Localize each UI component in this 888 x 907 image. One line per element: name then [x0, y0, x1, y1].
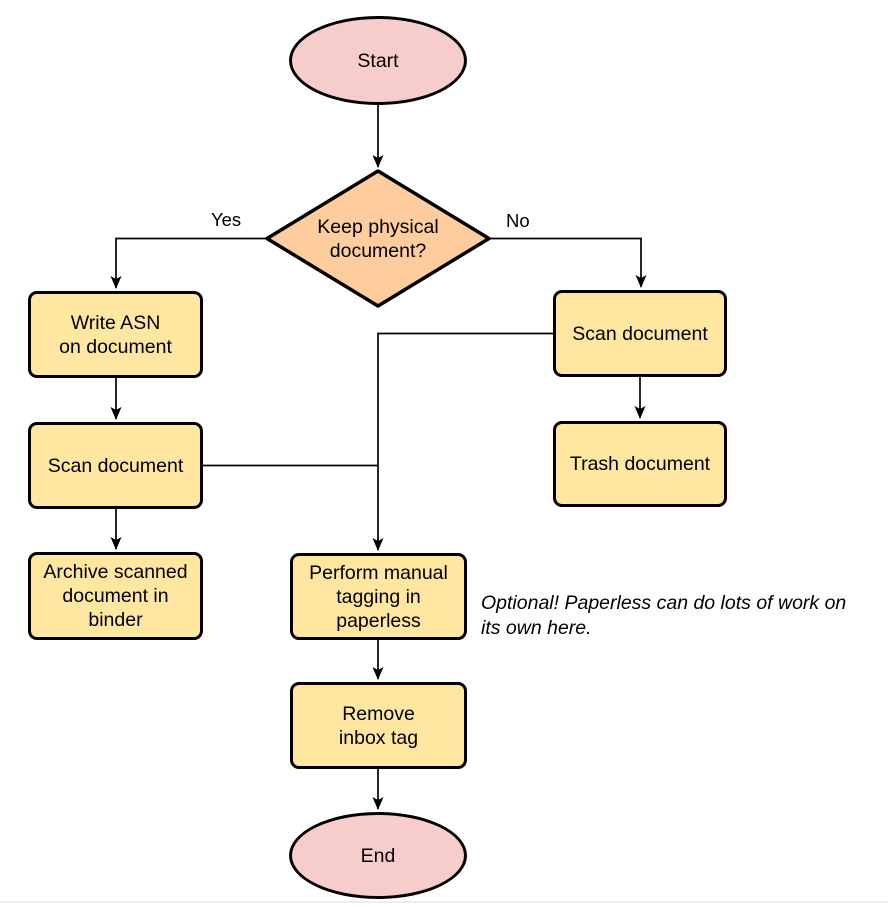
node-scan-document-right: Scan document	[553, 290, 727, 377]
page-bottom-divider	[0, 901, 888, 903]
decision-diamond-shape	[265, 169, 491, 308]
node-archive-scanned-document: Archive scanned document in binder	[28, 552, 203, 640]
edge-decision-yes-to-write-asn	[110, 237, 266, 289]
node-perform-manual-tagging: Perform manual tagging in paperless	[290, 553, 467, 640]
annotation-note: Optional! Paperless can do lots of work …	[481, 592, 847, 639]
edge-label-no: No	[506, 210, 530, 231]
node-remove-inbox-tag: Remove inbox tag	[290, 682, 467, 769]
edge-label-yes: Yes	[211, 209, 242, 230]
node-end: End	[289, 812, 467, 899]
node-write-asn-on-document: Write ASN on document	[28, 291, 203, 378]
node-trash-document: Trash document	[553, 421, 727, 507]
edge-decision-no-to-scan-right	[490, 237, 647, 288]
node-start: Start	[289, 16, 467, 105]
node-scan-document-left: Scan document	[28, 422, 203, 509]
edge-scan-right-to-tagging	[372, 332, 553, 551]
node-decision-label: Keep physical document?	[317, 216, 439, 262]
